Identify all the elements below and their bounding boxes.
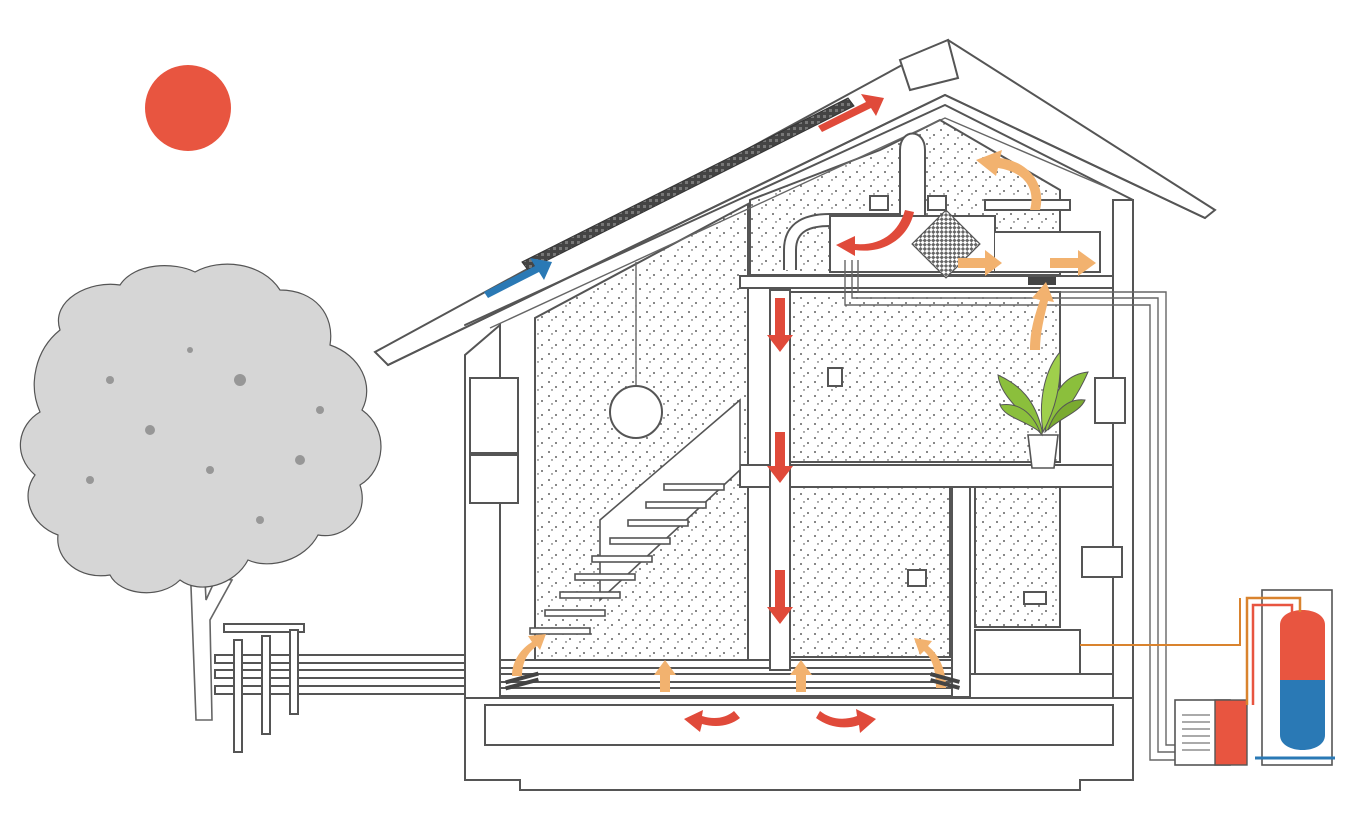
- floor-up-arrow-icon: [790, 660, 812, 692]
- tree-icon: [19, 263, 382, 721]
- duct-down-arrow-icon: [767, 570, 793, 624]
- cold-air-arrow-icon: [484, 258, 552, 298]
- foundation: [464, 697, 1134, 791]
- floor-up-arrow-icon: [512, 634, 546, 676]
- ground-floor-slab: [474, 659, 966, 697]
- wall-switches: [827, 367, 1047, 605]
- warm-air-outlet-arrow-icon: [818, 94, 884, 132]
- underfloor-left-arrow-icon: [684, 710, 740, 732]
- fresh-air-arrow-icon: [958, 250, 1002, 276]
- pendant-lamp-icon: [609, 262, 663, 439]
- duct-down-arrow-icon: [767, 432, 793, 483]
- duct-down-arrow-icon: [767, 298, 793, 352]
- fresh-air-curve-arrow-icon: [976, 150, 1042, 210]
- warm-air-curve-arrow-icon: [836, 210, 914, 256]
- plant-icon: [997, 350, 1089, 469]
- deck: [214, 623, 501, 753]
- floor-vents: [505, 671, 961, 691]
- left-windows: [469, 377, 1126, 578]
- roof-solar-panel: [521, 97, 855, 271]
- sun-icon: [145, 65, 231, 151]
- roof: [373, 38, 1217, 367]
- staircase: [529, 398, 741, 635]
- hot-water-tank: [1080, 589, 1335, 766]
- floor-up-arrow-icon: [654, 660, 676, 692]
- fresh-air-arrow-icon: [1030, 282, 1054, 350]
- underfloor-right-arrow-icon: [816, 709, 876, 733]
- ventilation-unit: [783, 132, 1180, 761]
- fresh-air-arrow-icon: [1050, 250, 1096, 276]
- heat-pump-outdoor-unit: [1174, 699, 1248, 766]
